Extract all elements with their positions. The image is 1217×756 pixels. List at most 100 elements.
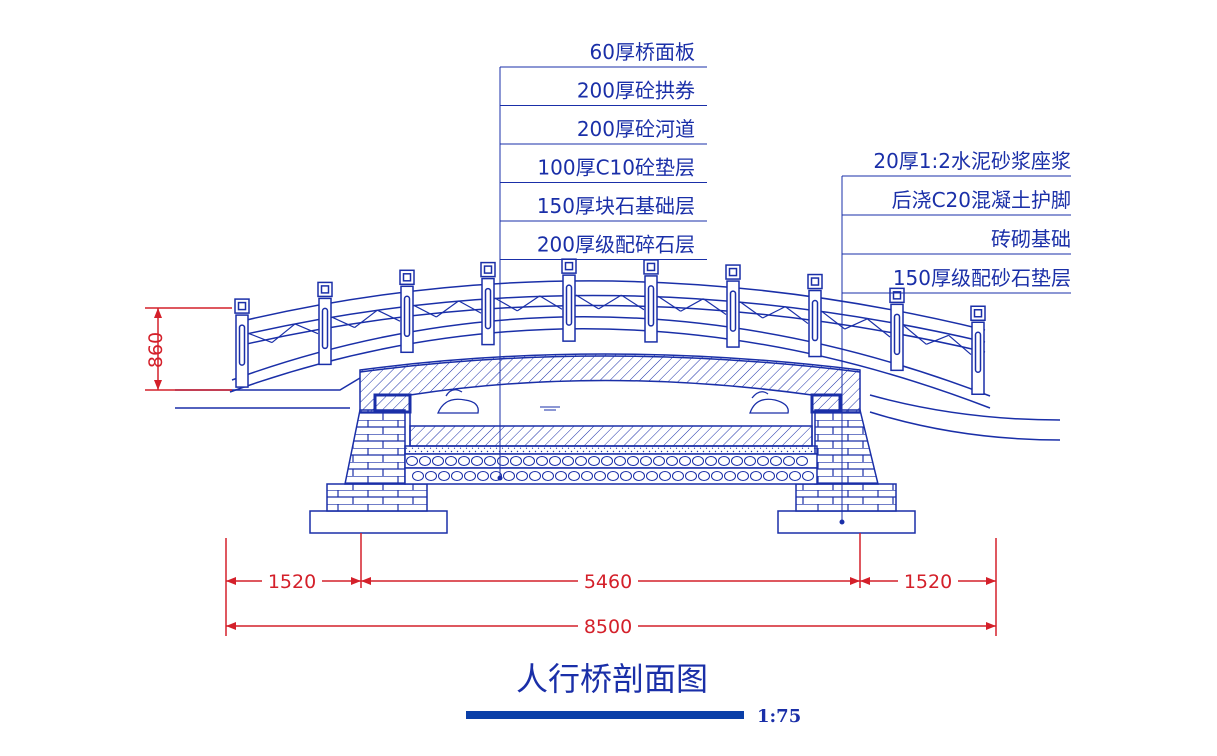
gravel-stone bbox=[757, 456, 769, 466]
gravel-stone bbox=[497, 456, 509, 466]
railing-brace bbox=[494, 297, 518, 312]
gravel-stone bbox=[711, 471, 723, 481]
railing-brace bbox=[784, 306, 809, 325]
height-dimension bbox=[145, 307, 232, 391]
gravel-stone bbox=[477, 471, 489, 481]
gravel-stone bbox=[640, 456, 652, 466]
railing-post bbox=[561, 258, 577, 342]
railing bbox=[229, 280, 991, 409]
gravel-stone bbox=[633, 471, 645, 481]
ground-lines bbox=[175, 377, 1061, 441]
callout-left-label: 200厚级配碎石层 bbox=[537, 233, 695, 257]
gravel-stone bbox=[503, 471, 515, 481]
railing-brace bbox=[903, 325, 927, 345]
gravel-stone bbox=[562, 456, 574, 466]
railing-post bbox=[807, 273, 823, 358]
railing-post bbox=[399, 269, 415, 354]
gravel-layer bbox=[406, 456, 814, 481]
gravel-stone bbox=[763, 471, 775, 481]
gravel-stone bbox=[692, 456, 704, 466]
scale-bar bbox=[466, 711, 744, 719]
gravel-stone bbox=[744, 456, 756, 466]
gravel-stone bbox=[568, 471, 580, 481]
right-foundation bbox=[777, 409, 916, 534]
left-callout-list: 60厚桥面板200厚砼拱券200厚砼河道100厚C10砼垫层150厚块石基础层2… bbox=[500, 40, 707, 260]
gravel-stone bbox=[607, 471, 619, 481]
gravel-stone bbox=[536, 456, 548, 466]
gravel-stone bbox=[412, 471, 424, 481]
gravel-stone bbox=[718, 456, 730, 466]
gravel-stone bbox=[445, 456, 457, 466]
gravel-stone bbox=[802, 471, 814, 481]
callout-right-label: 20厚1:2水泥砂浆座浆 bbox=[873, 149, 1071, 173]
railing-brace bbox=[575, 294, 599, 310]
gravel-stone bbox=[464, 471, 476, 481]
gravel-stone bbox=[542, 471, 554, 481]
gravel-stone bbox=[698, 471, 710, 481]
right-span-label: 1520 bbox=[904, 571, 952, 593]
gravel-stone bbox=[438, 471, 450, 481]
railing-brace bbox=[702, 298, 727, 315]
gravel-stone bbox=[614, 456, 626, 466]
railing-brace bbox=[657, 295, 681, 312]
railing-brace bbox=[948, 334, 972, 355]
gravel-stone bbox=[555, 471, 567, 481]
railing-brace bbox=[821, 311, 846, 330]
gravel-stone bbox=[653, 456, 665, 466]
leader-lines bbox=[497, 67, 845, 525]
railing-posts bbox=[234, 258, 986, 396]
railing-brace bbox=[413, 304, 437, 318]
railing-brace bbox=[331, 316, 355, 329]
height-dimension-label: 860 bbox=[145, 332, 167, 368]
railing-brace bbox=[248, 332, 273, 344]
gravel-stone bbox=[510, 456, 522, 466]
railing-brace bbox=[435, 300, 460, 318]
gravel-stone bbox=[731, 456, 743, 466]
railing-brace bbox=[516, 295, 541, 312]
railing-brace bbox=[354, 309, 378, 329]
railing-brace bbox=[762, 306, 786, 319]
callout-left-label: 200厚砼河道 bbox=[577, 117, 695, 141]
railing-brace bbox=[598, 294, 622, 310]
railing-post bbox=[889, 287, 905, 372]
gravel-stone bbox=[796, 456, 808, 466]
gravel-stone bbox=[620, 471, 632, 481]
railing-brace bbox=[680, 298, 704, 312]
gravel-stone bbox=[425, 471, 437, 481]
gravel-stone bbox=[575, 456, 587, 466]
callout-left-label: 150厚块石基础层 bbox=[537, 194, 695, 218]
rock-decoration-right bbox=[749, 391, 789, 414]
gravel-stone bbox=[646, 471, 658, 481]
railing-brace bbox=[621, 294, 645, 311]
railing-post bbox=[480, 261, 496, 346]
callout-left-label: 60厚桥面板 bbox=[590, 40, 695, 64]
callout-left-label: 100厚C10砼垫层 bbox=[537, 156, 695, 180]
gravel-stone bbox=[685, 471, 697, 481]
gravel-stone bbox=[789, 471, 801, 481]
gravel-stone bbox=[523, 456, 535, 466]
gravel-stone bbox=[705, 456, 717, 466]
gravel-stone bbox=[516, 471, 528, 481]
gravel-stone bbox=[594, 471, 606, 481]
gravel-stone bbox=[666, 456, 678, 466]
gravel-stone bbox=[724, 471, 736, 481]
gravel-stone bbox=[776, 471, 788, 481]
railing-post bbox=[725, 264, 741, 348]
gravel-stone bbox=[458, 456, 470, 466]
callout-right-label: 砖砌基础 bbox=[991, 227, 1071, 251]
railing-brace bbox=[739, 301, 764, 319]
drawing-title: 人行桥剖面图 bbox=[516, 660, 708, 698]
railing-brace bbox=[866, 318, 891, 338]
left-span-label: 1520 bbox=[268, 571, 316, 593]
middle-span-label: 5460 bbox=[584, 571, 632, 593]
gravel-stone bbox=[484, 456, 496, 466]
gravel-stone bbox=[451, 471, 463, 481]
scale-label: 1:75 bbox=[757, 706, 801, 727]
gravel-stone bbox=[679, 456, 691, 466]
callout-right-label: 后浇C20混凝土护脚 bbox=[892, 188, 1071, 212]
gravel-stone bbox=[627, 456, 639, 466]
railing-brace bbox=[294, 323, 319, 335]
railing-brace bbox=[271, 323, 296, 344]
gravel-stone bbox=[549, 456, 561, 466]
